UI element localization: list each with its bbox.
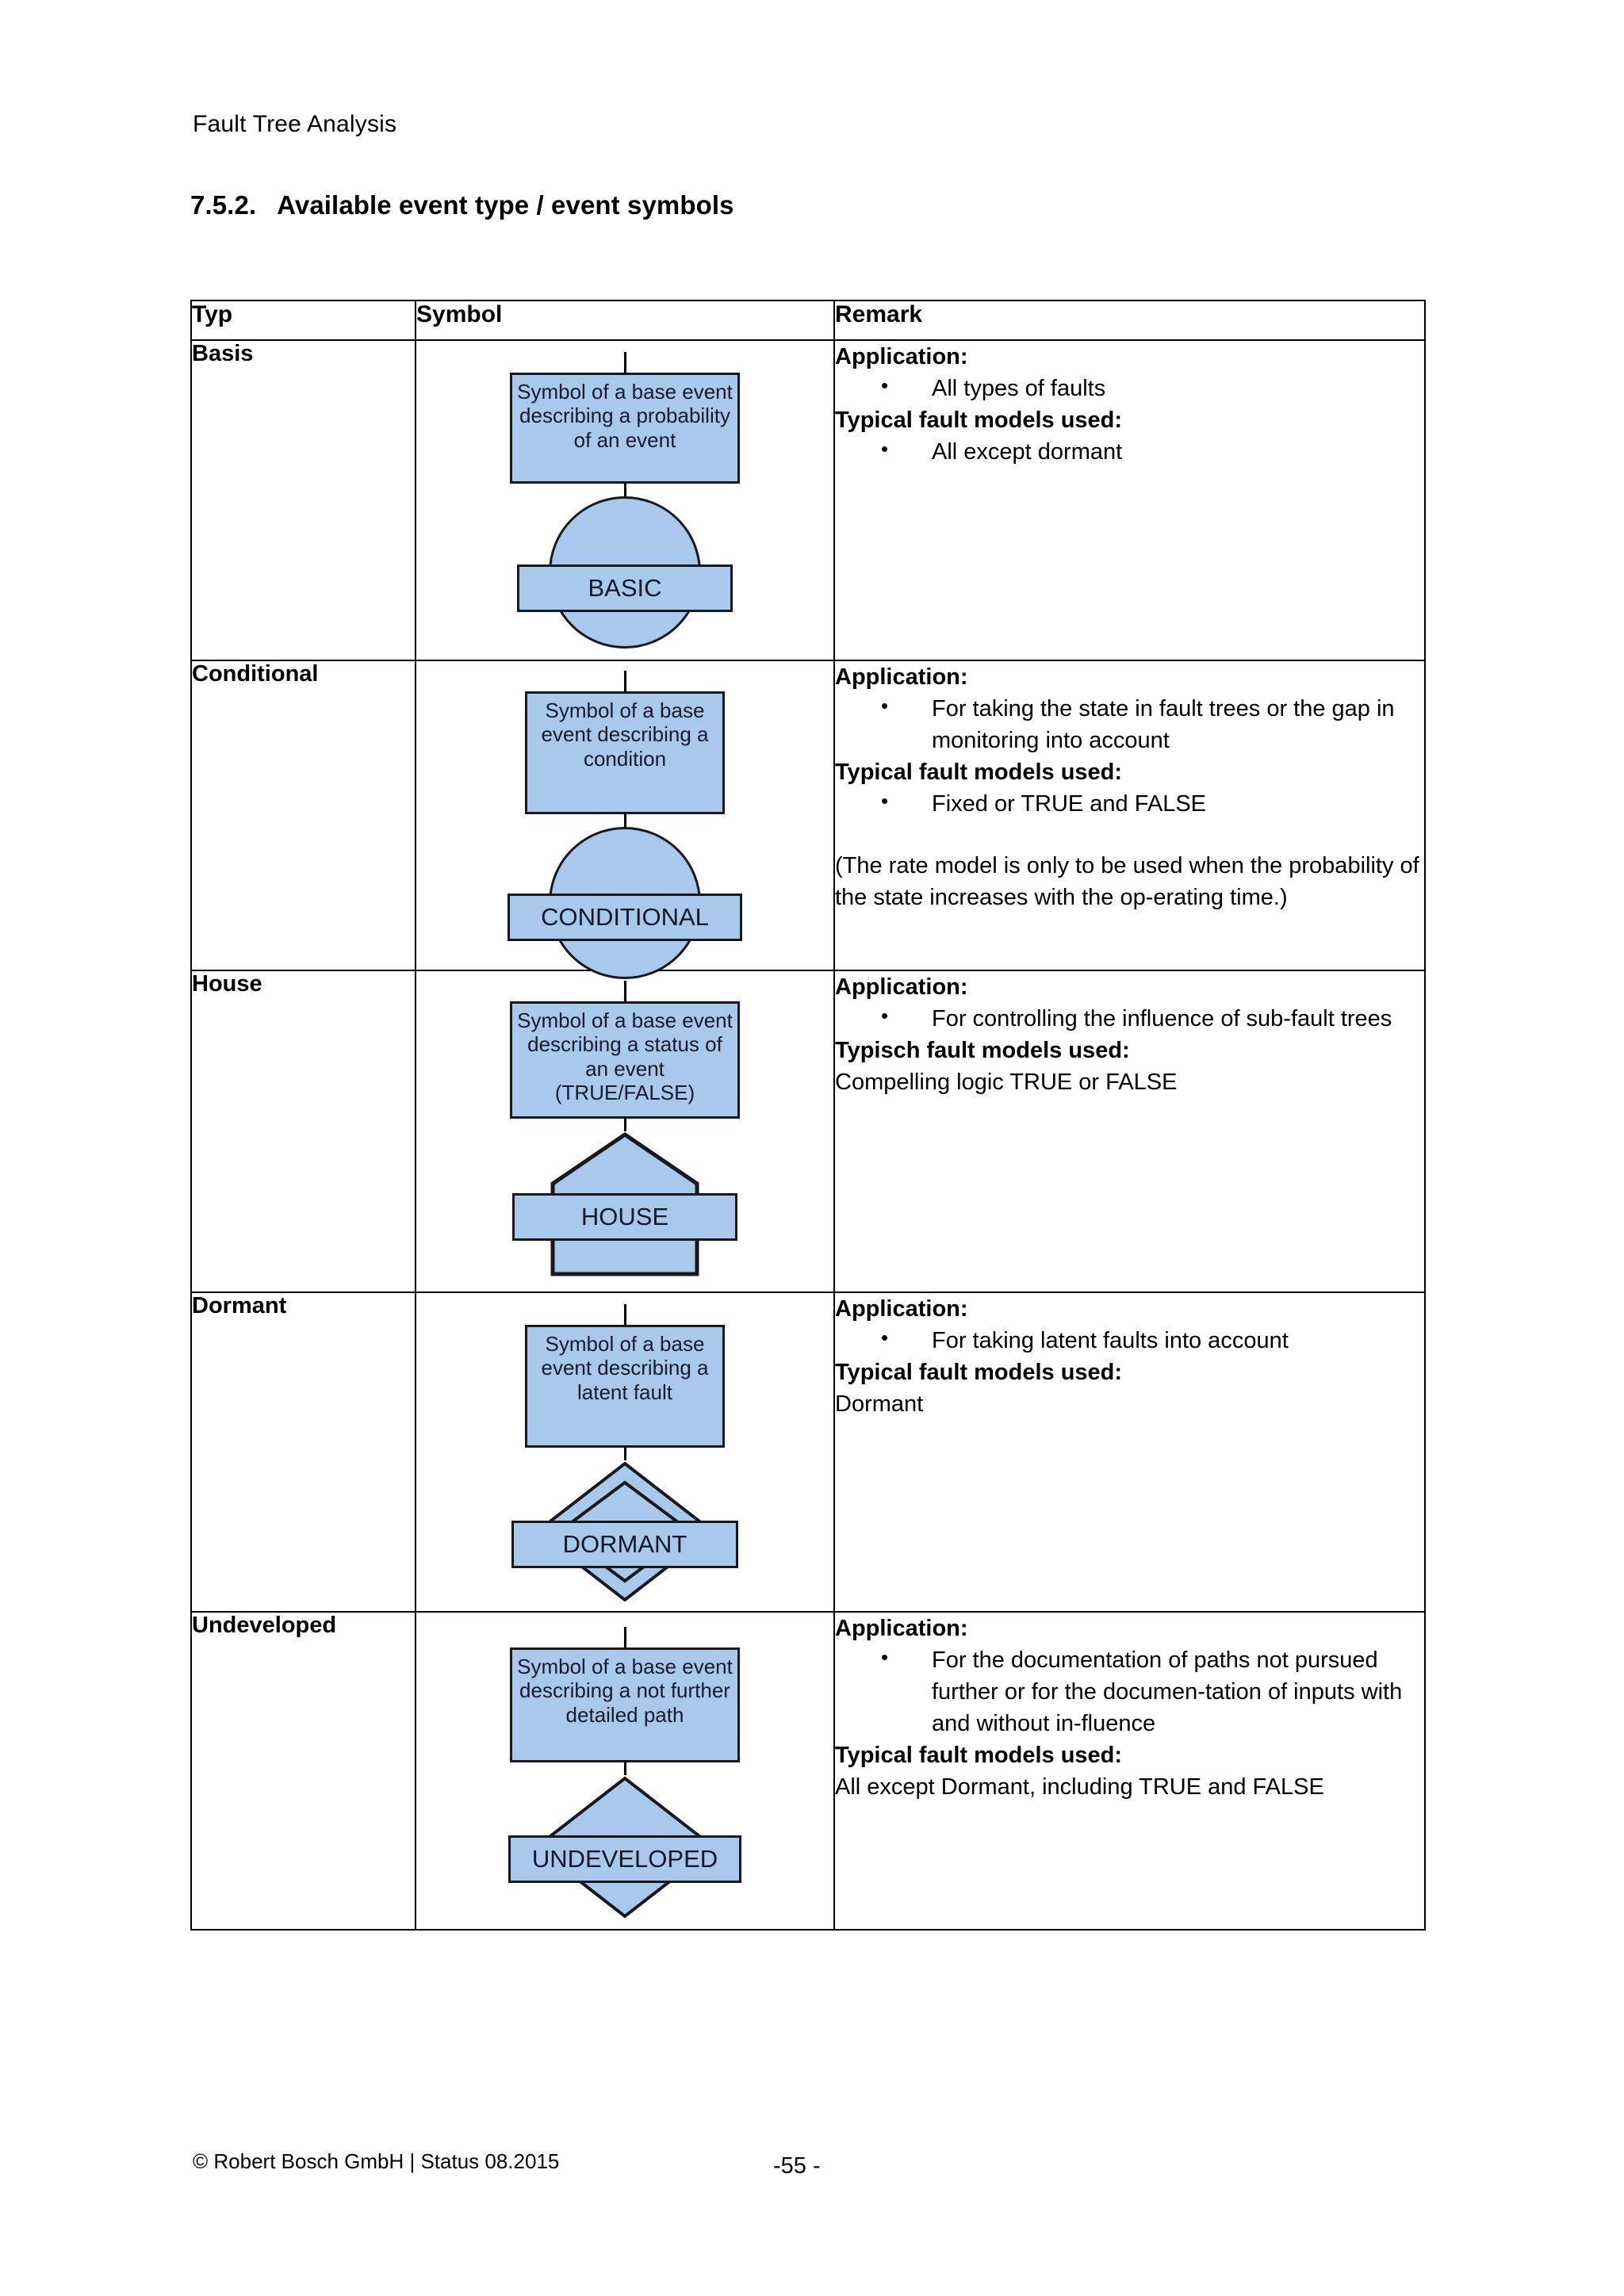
- undeveloped-shape-wrap: UNDEVELOPED: [494, 1775, 756, 1919]
- conditional-shape-wrap: CONDITIONAL: [494, 827, 756, 979]
- symbol-label: DORMANT: [511, 1521, 738, 1568]
- column-header-symbol: Symbol: [415, 300, 835, 341]
- table-header-row: Typ Symbol Remark: [190, 300, 1426, 341]
- remark-cell: Application: For taking the state in fau…: [833, 660, 1426, 971]
- section-number: 7.5.2.: [190, 190, 257, 220]
- footer-page-number: -55 -: [773, 2153, 821, 2179]
- type-label: Undeveloped: [190, 1611, 416, 1931]
- symbol-label: CONDITIONAL: [508, 894, 742, 941]
- house-shape-wrap: HOUSE: [494, 1131, 756, 1277]
- remark-cell: Application: For controlling the influen…: [833, 970, 1426, 1293]
- symbol-cell: Symbol of a base event describing a stat…: [415, 970, 835, 1293]
- mid-connector-line: [623, 1762, 626, 1775]
- fault-models-list: Fixed or TRUE and FALSE: [835, 787, 1424, 820]
- column-header-remark: Remark: [833, 300, 1426, 341]
- table-row: Basis Symbol of a base event describing …: [190, 339, 1426, 661]
- application-label: Application:: [835, 1616, 968, 1641]
- symbol-description-box: Symbol of a base event describing a cond…: [525, 691, 725, 814]
- symbol-cell: Symbol of a base event describing a cond…: [415, 660, 835, 979]
- table-row: Dormant Symbol of a base event describin…: [190, 1292, 1426, 1613]
- undeveloped-event-diagram: Symbol of a base event describing a not …: [416, 1613, 833, 1929]
- type-label: Conditional: [190, 660, 416, 971]
- application-list: All types of faults: [835, 372, 1424, 404]
- fault-models-label: Typisch fault models used:: [835, 1038, 1130, 1064]
- symbol-description-box: Symbol of a base event describing a prob…: [510, 373, 740, 484]
- house-event-diagram: Symbol of a base event describing a stat…: [416, 971, 833, 1292]
- application-list: For taking latent faults into account: [835, 1324, 1424, 1357]
- fault-models-list: All except dormant: [835, 435, 1424, 468]
- mid-connector-line: [623, 484, 626, 496]
- column-header-typ: Typ: [190, 300, 416, 341]
- dormant-shape-wrap: DORMANT: [494, 1460, 756, 1603]
- symbol-description-box: Symbol of a base event describing a late…: [525, 1325, 725, 1448]
- top-connector-line: [623, 1627, 626, 1647]
- top-connector-line: [623, 1304, 626, 1325]
- symbol-cell: Symbol of a base event describing a prob…: [415, 339, 835, 661]
- top-connector-line: [623, 671, 626, 691]
- fault-models-value: All except Dormant, including TRUE and F…: [835, 1774, 1324, 1800]
- fault-models-label: Typical fault models used:: [835, 408, 1123, 434]
- application-label: Application:: [835, 1296, 968, 1322]
- paragraph-spacer: [835, 820, 1424, 850]
- top-connector-line: [623, 981, 626, 1001]
- running-head: Fault Tree Analysis: [193, 111, 397, 137]
- dormant-event-diagram: Symbol of a base event describing a late…: [416, 1293, 833, 1611]
- symbol-label: UNDEVELOPED: [508, 1835, 741, 1883]
- list-item: For the documentation of paths not pursu…: [835, 1644, 1424, 1739]
- symbol-label: HOUSE: [512, 1193, 737, 1241]
- remark-cell: Application: For the documentation of pa…: [833, 1611, 1426, 1931]
- basic-shape-wrap: BASIC: [494, 496, 756, 649]
- fault-models-label: Typical fault models used:: [835, 760, 1123, 786]
- remark-cell: Application: For taking latent faults in…: [833, 1292, 1426, 1613]
- section-title: Available event type / event symbols: [277, 190, 734, 220]
- table-row: Undeveloped Symbol of a base event descr…: [190, 1611, 1426, 1931]
- application-list: For taking the state in fault trees or t…: [835, 692, 1424, 756]
- symbol-cell: Symbol of a base event describing a late…: [415, 1292, 835, 1613]
- fault-models-value: Dormant: [835, 1391, 924, 1418]
- basic-event-diagram: Symbol of a base event describing a prob…: [416, 341, 833, 660]
- list-item: For controlling the influence of sub-fau…: [835, 1002, 1424, 1035]
- fault-models-value: Compelling logic TRUE or FALSE: [835, 1070, 1178, 1096]
- fault-models-label: Typical fault models used:: [835, 1360, 1123, 1386]
- list-item: All types of faults: [835, 372, 1424, 404]
- type-label: Dormant: [190, 1292, 416, 1613]
- application-label: Application:: [835, 344, 968, 369]
- fault-models-label: Typical fault models used:: [835, 1743, 1123, 1769]
- application-label: Application:: [835, 664, 968, 690]
- list-item: All except dormant: [835, 435, 1424, 468]
- remark-note: (The rate model is only to be used when …: [835, 853, 1419, 911]
- application-list: For the documentation of paths not pursu…: [835, 1644, 1424, 1739]
- list-item: For taking latent faults into account: [835, 1324, 1424, 1357]
- symbol-cell: Symbol of a base event describing a not …: [415, 1611, 835, 1931]
- mid-connector-line: [623, 1448, 626, 1460]
- application-label: Application:: [835, 974, 968, 1000]
- remark-cell: Application: All types of faults Typical…: [833, 339, 1426, 661]
- event-symbols-table: Typ Symbol Remark Basis Symbol of a base…: [190, 300, 1426, 1931]
- page-title: 7.5.2. Available event type / event symbo…: [190, 190, 734, 220]
- table-row: House Symbol of a base event describing …: [190, 970, 1426, 1293]
- footer-copyright: © Robert Bosch GmbH | Status 08.2015: [193, 2149, 560, 2173]
- symbol-description-box: Symbol of a base event describing a not …: [510, 1647, 740, 1762]
- mid-connector-line: [623, 814, 626, 827]
- conditional-event-diagram: Symbol of a base event describing a cond…: [416, 661, 833, 979]
- type-label: House: [190, 970, 416, 1293]
- symbol-label: BASIC: [517, 564, 733, 612]
- list-item: Fixed or TRUE and FALSE: [835, 787, 1424, 820]
- type-label: Basis: [190, 339, 416, 661]
- top-connector-line: [623, 352, 626, 373]
- symbol-description-box: Symbol of a base event describing a stat…: [510, 1001, 740, 1119]
- application-list: For controlling the influence of sub-fau…: [835, 1002, 1424, 1035]
- list-item: For taking the state in fault trees or t…: [835, 692, 1424, 756]
- table-row: Conditional Symbol of a base event descr…: [190, 660, 1426, 979]
- mid-connector-line: [623, 1119, 626, 1131]
